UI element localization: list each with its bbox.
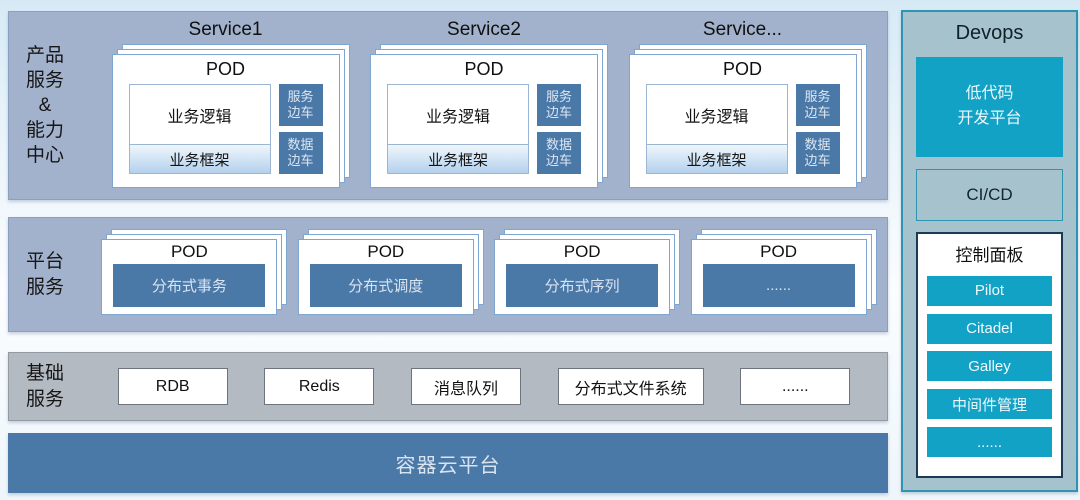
pod-card: POD 分布式序列 — [494, 238, 671, 315]
galley-button: Galley — [927, 351, 1052, 382]
pod-stack: POD 分布式事务 — [101, 228, 288, 315]
control-panel: 控制面板 Pilot Citadel Galley 中间件管理 ...... — [916, 232, 1063, 478]
rdb-box: RDB — [117, 368, 228, 405]
pod-title: POD — [367, 241, 405, 261]
service-column-2: Service2 POD 业务逻辑 业务框架 服务 边车 — [370, 19, 608, 188]
service-sidecar-box: 服务 边车 — [537, 84, 581, 126]
pod-stack: POD ...... — [690, 228, 877, 315]
devops-panel: Devops 低代码 开发平台 CI/CD 控制面板 Pilot Citadel… — [901, 10, 1078, 492]
pod-title: POD — [170, 241, 208, 261]
architecture-diagram: 产品 服务 & 能力 中心 Service1 POD 业务逻辑 业务框架 — [8, 11, 888, 493]
cicd-box: CI/CD — [916, 169, 1063, 221]
data-sidecar-box: 数据 边车 — [278, 132, 323, 174]
services-row: Service1 POD 业务逻辑 业务框架 服务 边车 — [81, 12, 887, 199]
business-logic-label: 业务逻辑 — [167, 108, 232, 126]
business-framework-label: 业务框架 — [646, 144, 787, 173]
more-control-button: ...... — [927, 427, 1052, 458]
basic-services-band: 基础 服务 RDB Redis 消息队列 分布式文件系统 ...... — [8, 352, 888, 421]
pod-stack: POD 业务逻辑 业务框架 服务 边车 数据 边车 — [370, 44, 608, 188]
business-framework-label: 业务框架 — [129, 144, 270, 173]
distributed-transaction-box: 分布式事务 — [113, 263, 266, 307]
business-framework-label: 业务框架 — [388, 144, 528, 173]
product-band-label: 产品 服务 & 能力 中心 — [25, 44, 64, 167]
pod-card: POD 分布式事务 — [101, 238, 278, 315]
distributed-filesystem-box: 分布式文件系统 — [557, 368, 704, 405]
basic-band-label: 基础 服务 — [25, 363, 64, 410]
control-panel-buttons: Pilot Citadel Galley 中间件管理 ...... — [927, 268, 1052, 465]
pod-card: POD 业务逻辑 业务框架 服务 边车 数据 边车 — [628, 54, 857, 188]
sidecar-column: 服务 边车 数据 边车 — [795, 84, 840, 174]
more-basic-box: ...... — [740, 368, 851, 405]
citadel-button: Citadel — [927, 313, 1052, 344]
control-panel-title: 控制面板 — [955, 246, 1024, 265]
message-queue-box: 消息队列 — [410, 368, 521, 405]
service-column-1: Service1 POD 业务逻辑 业务框架 服务 边车 — [111, 19, 350, 188]
data-sidecar-box: 数据 边车 — [537, 132, 581, 174]
platform-services-band: 平台 服务 POD 分布式事务 POD 分布式调度 — [8, 217, 888, 332]
pod-title: POD — [205, 59, 245, 79]
platform-pods-row: POD 分布式事务 POD 分布式调度 POD 分布式序列 — [81, 218, 887, 331]
redis-box: Redis — [264, 368, 375, 405]
basic-items-row: RDB Redis 消息队列 分布式文件系统 ...... — [81, 353, 887, 420]
pod-stack: POD 业务逻辑 业务框架 服务 边车 数据 边车 — [628, 44, 867, 188]
lowcode-platform-box: 低代码 开发平台 — [916, 57, 1063, 157]
business-logic-label: 业务逻辑 — [425, 108, 490, 126]
product-services-band: 产品 服务 & 能力 中心 Service1 POD 业务逻辑 业务框架 — [8, 11, 888, 200]
pod-title: POD — [760, 241, 797, 261]
data-sidecar-box: 数据 边车 — [795, 132, 840, 174]
distributed-sequence-box: 分布式序列 — [506, 263, 659, 307]
container-cloud-bar: 容器云平台 — [8, 433, 888, 493]
service-title: Service2 — [447, 19, 521, 40]
pilot-button: Pilot — [927, 275, 1052, 306]
service-column-3: Service... POD 业务逻辑 业务框架 服务 边车 — [628, 19, 867, 188]
pod-title: POD — [563, 241, 601, 261]
service-title: Service... — [702, 19, 783, 40]
service-sidecar-box: 服务 边车 — [278, 84, 323, 126]
service-title: Service1 — [188, 19, 263, 40]
pod-title: POD — [722, 59, 762, 79]
pod-content: 业务逻辑 业务框架 服务 边车 数据 边车 — [645, 84, 840, 174]
pod-card: POD ...... — [690, 238, 867, 315]
platform-band-label: 平台 服务 — [25, 251, 64, 298]
pod-stack: POD 分布式序列 — [494, 228, 681, 315]
distributed-scheduling-box: 分布式调度 — [309, 263, 462, 307]
pod-card: POD 业务逻辑 业务框架 服务 边车 数据 边车 — [111, 54, 340, 188]
pod-title: POD — [464, 59, 504, 79]
middleware-management-button: 中间件管理 — [927, 389, 1052, 420]
service-sidecar-box: 服务 边车 — [795, 84, 840, 126]
pod-content: 业务逻辑 业务框架 服务 边车 数据 边车 — [387, 84, 581, 174]
business-box: 业务逻辑 业务框架 — [645, 84, 788, 174]
business-box: 业务逻辑 业务框架 — [128, 84, 271, 174]
pod-card: POD 业务逻辑 业务框架 服务 边车 数据 边车 — [370, 54, 598, 188]
pod-stack: POD 分布式调度 — [297, 228, 484, 315]
sidecar-column: 服务 边车 数据 边车 — [278, 84, 323, 174]
sidecar-column: 服务 边车 数据 边车 — [537, 84, 581, 174]
pod-content: 业务逻辑 业务框架 服务 边车 数据 边车 — [128, 84, 323, 174]
more-services-box: ...... — [702, 263, 855, 307]
pod-card: POD 分布式调度 — [297, 238, 474, 315]
business-box: 业务逻辑 业务框架 — [387, 84, 529, 174]
devops-title: Devops — [955, 22, 1024, 44]
business-logic-label: 业务逻辑 — [684, 108, 749, 126]
pod-stack: POD 业务逻辑 业务框架 服务 边车 数据 边车 — [111, 44, 350, 188]
